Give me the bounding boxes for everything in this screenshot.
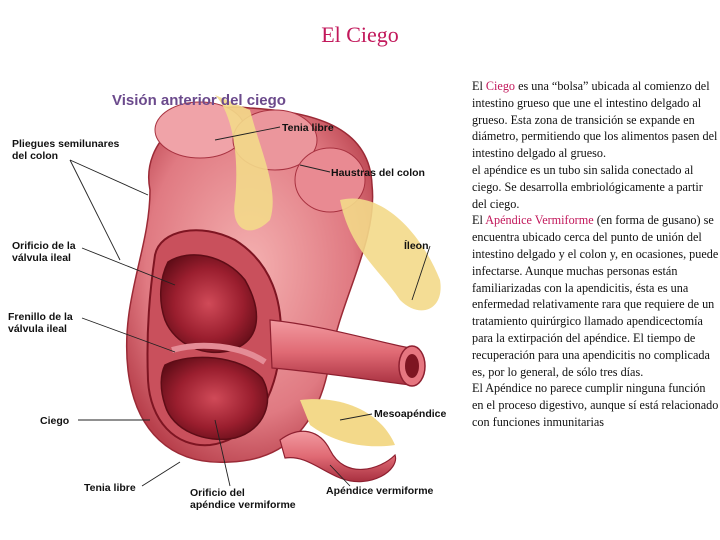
label-line: válvula ileal: [8, 323, 67, 335]
cecum-lumen: [160, 356, 269, 441]
label-ileum: Íleon: [404, 240, 429, 252]
label-appendix-orifice: Orificio del apéndice vermiforme: [190, 487, 296, 511]
label-line: del colon: [12, 150, 59, 162]
label-line: válvula ileal: [12, 252, 71, 264]
label-vermiform-appendix: Apéndice vermiforme: [326, 485, 434, 497]
label-line: apéndice vermiforme: [190, 499, 296, 511]
text-run: (en forma de gusano) se encuentra ubicad…: [472, 213, 719, 379]
label-line: Orificio de la: [12, 240, 76, 252]
label-semilunar-folds: Pliegues semilunares del colon: [12, 138, 119, 162]
appendix: [279, 430, 397, 483]
highlight-cecum: Ciego: [485, 79, 516, 93]
haustra-3: [294, 147, 366, 213]
label-cecum: Ciego: [40, 415, 70, 427]
ileum-lumen: [405, 354, 419, 378]
fat-tissue-1: [215, 95, 273, 231]
leader-lines: [69, 126, 431, 487]
text-run: es una “bolsa” ubicada al comienzo del i…: [472, 79, 718, 161]
paragraph-appendix-function: El Apéndice no parece cumplir ninguna fu…: [472, 381, 719, 429]
text-run: El: [472, 79, 486, 93]
page-title: El Ciego: [321, 22, 399, 47]
label-ileal-valve-orifice: Orificio de la válvula ileal: [12, 240, 76, 264]
label-haustra: Haustras del colon: [331, 167, 425, 179]
paragraph-cecum: El Ciego es una “bolsa” ubicada al comie…: [472, 78, 720, 162]
highlight-appendix: Apéndice Vermiforme: [485, 213, 594, 228]
label-tenia-libre-bottom: Tenia libre: [84, 482, 136, 494]
figure-heading: Visión anterior del ciego: [112, 92, 286, 109]
mesoappendix: [300, 399, 395, 447]
label-mesoappendix: Mesoapéndice: [374, 408, 447, 420]
text-run: El: [472, 213, 486, 228]
valve-frenulum: [171, 342, 267, 365]
paragraph-appendix-intro: el apéndice es un tubo sin salida conect…: [472, 162, 703, 211]
label-line: Pliegues semilunares: [12, 138, 120, 150]
label-line: Orificio del: [190, 487, 245, 499]
description-text: El Ciego es una “bolsa” ubicada al comie…: [472, 78, 720, 431]
label-tenia-libre-top: Tenia libre: [282, 122, 334, 134]
label-line: Frenillo de la: [8, 311, 73, 323]
label-valve-frenulum: Frenillo de la válvula ileal: [8, 311, 73, 335]
paragraph-appendix-detail: El Apéndice Vermiforme (en forma de gusa…: [472, 212, 720, 380]
cecum-illustration: [69, 95, 441, 487]
fat-tissue-2: [340, 198, 441, 311]
